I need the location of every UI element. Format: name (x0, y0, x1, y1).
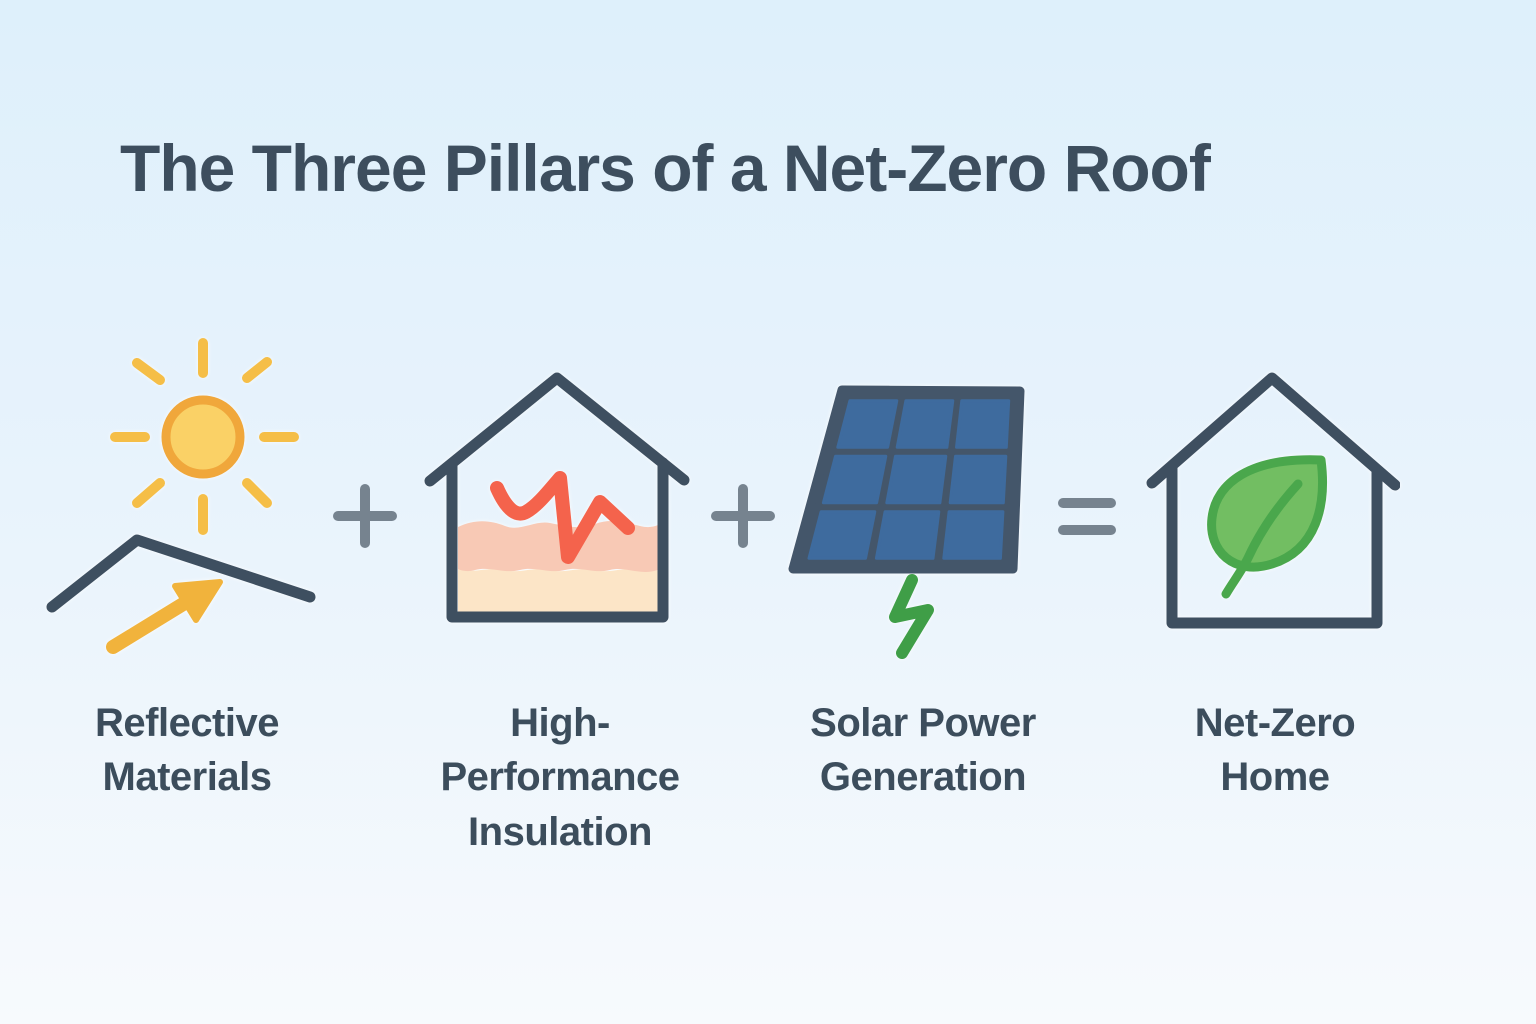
leaf-icon (1207, 455, 1328, 599)
pillar-label-high-performance-insulation: High-Performance Insulation (440, 701, 680, 854)
pillar-label-reflective-materials: Reflective Materials (95, 701, 279, 800)
insulated-house-icon (420, 360, 700, 660)
solar-panel-icon (780, 375, 1040, 665)
leaf-house-icon (1130, 360, 1400, 640)
equals-icon (1058, 498, 1116, 535)
pillar-label-solar-power-generation: Solar Power Generation (810, 701, 1036, 800)
plus-icon (711, 484, 775, 548)
sun-icon (110, 338, 299, 535)
heat-wave-line (490, 471, 635, 564)
house-outline (1146, 372, 1400, 629)
insulation-band-lower (458, 568, 658, 612)
plus-icon (333, 484, 397, 548)
pillar-label-net-zero-home: Net-Zero Home (1194, 701, 1356, 800)
house-outline (424, 372, 690, 623)
sun-reflective-roof-icon (40, 335, 340, 675)
reflect-arrow-icon (106, 579, 223, 654)
panel-cells (807, 399, 1011, 560)
roof-ridge-line (46, 534, 316, 613)
insulation-band-upper (458, 520, 658, 572)
page-title: The Three Pillars of a Net-Zero Roof (120, 131, 1211, 205)
lightning-bolt-icon (889, 574, 934, 659)
